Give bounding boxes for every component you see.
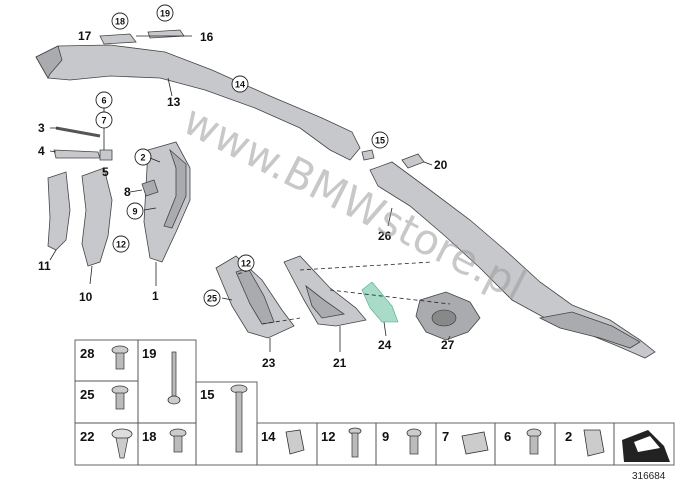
svg-text:15: 15 [375, 136, 385, 146]
callout-8: 8 [124, 185, 131, 199]
callout-23: 23 [262, 356, 276, 370]
callout-21: 21 [333, 356, 347, 370]
svg-text:7: 7 [101, 116, 106, 126]
callout-13: 13 [167, 95, 181, 109]
svg-text:19: 19 [160, 9, 170, 19]
circle-callout-6: 6 [95, 91, 113, 109]
screw-icon [348, 427, 362, 458]
circle-callout-9: 9 [126, 202, 144, 220]
clip-part-5 [99, 149, 113, 161]
clip-part-20 [401, 153, 425, 169]
screw-icon [111, 345, 129, 370]
callout-3: 3 [38, 121, 45, 135]
table-label-25: 25 [80, 387, 94, 402]
triangle-trim-part-21 [283, 255, 367, 327]
circle-callout-18: 18 [111, 12, 129, 30]
film-part-24 [361, 281, 399, 323]
bracket-part-11 [47, 171, 71, 251]
callout-1: 1 [152, 289, 159, 303]
bracket-part-10 [81, 167, 113, 267]
expansion-rivet-icon [111, 428, 133, 459]
screw-icon [111, 385, 129, 410]
svg-text:12: 12 [241, 259, 251, 269]
circle-callout-12a: 12 [112, 235, 130, 253]
table-label-28: 28 [80, 346, 94, 361]
table-label-12: 12 [321, 429, 335, 444]
parts-table [74, 339, 675, 466]
roof-trim-part-14 [35, 44, 361, 161]
callout-16: 16 [200, 30, 214, 44]
svg-text:2: 2 [140, 153, 145, 163]
cap-part-8 [141, 179, 159, 197]
table-label-15: 15 [200, 387, 214, 402]
table-label-2: 2 [565, 429, 572, 444]
callout-5: 5 [102, 165, 109, 179]
table-label-7: 7 [442, 429, 449, 444]
a-pillar-trim-lower-detail [538, 311, 641, 349]
circle-callout-19: 19 [156, 4, 174, 22]
table-label-19: 19 [142, 346, 156, 361]
rivet-icon [167, 351, 181, 405]
circle-callout-14: 14 [231, 75, 249, 93]
long-screw-icon [230, 384, 248, 453]
svg-text:6: 6 [101, 96, 106, 106]
callout-27: 27 [441, 338, 455, 352]
svg-text:14: 14 [235, 80, 245, 90]
svg-text:12: 12 [116, 240, 126, 250]
triangle-trim-inner [305, 284, 346, 319]
circle-callout-12b: 12 [237, 254, 255, 272]
reference-number: 316684 [632, 471, 666, 482]
table-label-18: 18 [142, 429, 156, 444]
bracket-part-17 [99, 33, 137, 45]
arrow-icon [622, 430, 670, 462]
callout-10: 10 [79, 290, 93, 304]
circle-callout-25: 25 [203, 289, 221, 307]
callout-4: 4 [38, 144, 45, 158]
roof-trim-shadow [35, 45, 63, 79]
callout-20: 20 [434, 158, 448, 172]
table-label-22: 22 [80, 429, 94, 444]
circle-callout-7: 7 [95, 111, 113, 129]
clip-icon [285, 429, 305, 455]
table-label-6: 6 [504, 429, 511, 444]
clip-part-15 [361, 149, 375, 161]
screw-icon [169, 428, 187, 453]
svg-text:18: 18 [115, 17, 125, 27]
svg-text:9: 9 [132, 207, 137, 217]
svg-text:25: 25 [207, 294, 217, 304]
a-pillar-trim-part-26 [369, 161, 656, 359]
table-label-9: 9 [382, 429, 389, 444]
circle-callout-15: 15 [371, 131, 389, 149]
callout-11: 11 [38, 259, 51, 273]
callout-26: 26 [378, 229, 392, 243]
callout-24: 24 [378, 338, 392, 352]
screw-icon [526, 428, 542, 455]
circle-callout-2: 2 [134, 148, 152, 166]
bracket-part-4 [53, 149, 101, 159]
callout-17: 17 [78, 29, 92, 43]
screw-icon [406, 428, 422, 455]
clip-icon [583, 429, 605, 457]
pillar-cover-shade [163, 148, 187, 229]
nut-icon [461, 431, 489, 455]
table-label-14: 14 [261, 429, 276, 444]
strip-part-16 [147, 29, 185, 39]
